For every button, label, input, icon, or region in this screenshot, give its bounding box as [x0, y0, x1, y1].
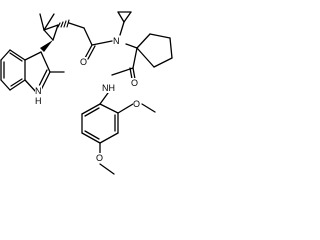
indole-ring	[0, 49, 65, 93]
indole-hydrogen-label: H	[35, 96, 42, 106]
wedge-bond	[40, 40, 53, 52]
methoxy-2-oxygen-label: O	[133, 99, 141, 109]
molecule-structure	[0, 11, 173, 175]
amide-linker	[83, 11, 138, 60]
amide-nitrogen-label: N	[113, 36, 120, 46]
cyclopentane-ring	[136, 33, 173, 68]
indole-nitrogen-label: N	[35, 86, 42, 96]
cyclopropane-ring	[39, 13, 85, 52]
anilide-nh-label: NH	[102, 83, 115, 93]
carboxamide-group	[99, 47, 138, 105]
carboxamide-oxygen-label: O	[131, 78, 139, 88]
methoxy-4-oxygen-label: O	[96, 153, 104, 163]
amide-oxygen-label: O	[80, 57, 88, 67]
dimethoxyphenyl-ring	[81, 103, 156, 175]
